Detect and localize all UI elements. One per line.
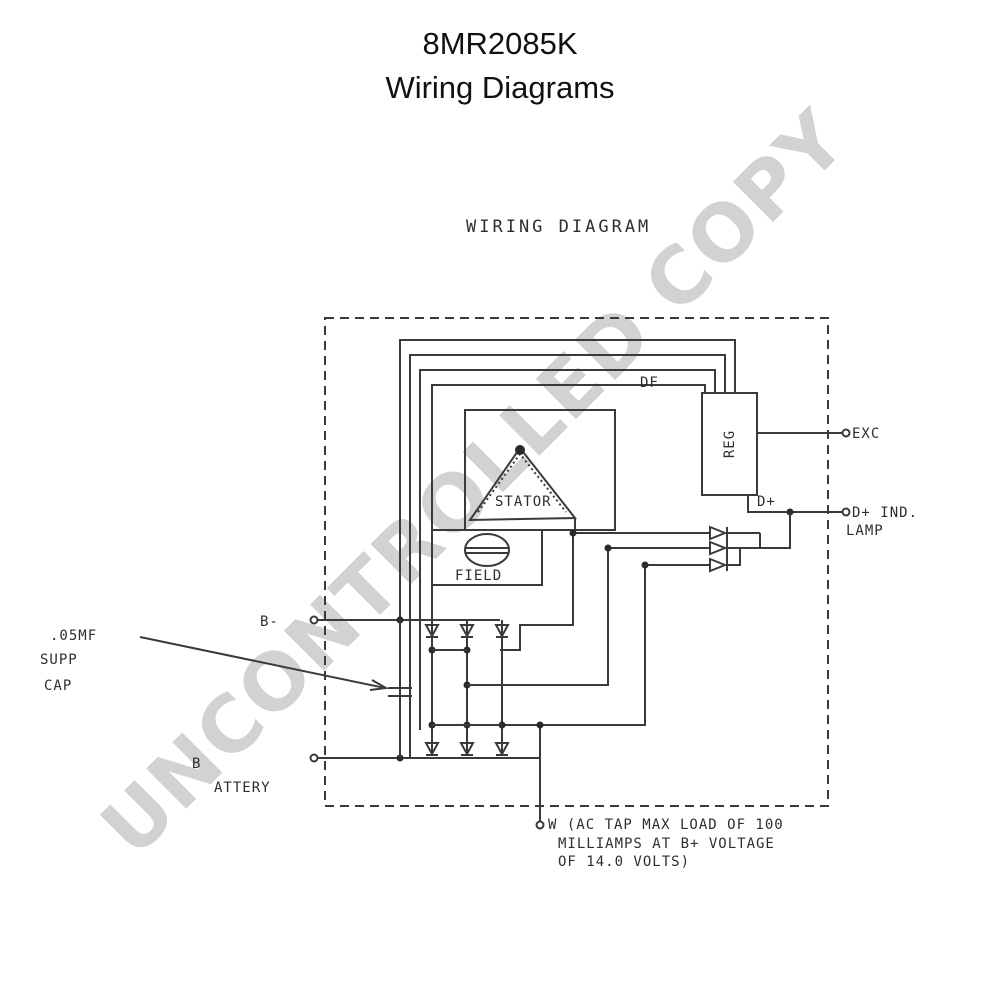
phase-wires (500, 518, 710, 726)
suppression-capacitor (388, 620, 412, 758)
bridge-cross-wires (432, 649, 502, 726)
rectifier-diodes (424, 620, 510, 757)
phase-2-junction (604, 544, 612, 552)
exc-label: EXC (852, 426, 880, 442)
cap-label-value: .05MF (50, 628, 97, 644)
regulator-label: REG (722, 430, 738, 458)
w-note-line-2: MILLIAMPS AT B+ VOLTAGE (558, 836, 775, 852)
field-coil-core (465, 547, 509, 554)
cap-leader-line (139, 636, 386, 689)
battery-label: ATTERY (214, 780, 271, 796)
d-plus-label: D+ (757, 494, 776, 510)
b-minus-label: B- (260, 614, 279, 630)
stator-label: STATOR (495, 494, 552, 510)
battery-terminal[interactable] (309, 753, 319, 763)
w-note-line-1: W (AC TAP MAX LOAD OF 100 (548, 817, 784, 833)
field-box (431, 529, 543, 586)
cap-leader-arrow (369, 679, 390, 691)
df-label: DF (640, 375, 659, 391)
stator-box (464, 409, 616, 531)
diagram-heading: WIRING DIAGRAM (466, 217, 651, 237)
cap-label-cap: CAP (44, 678, 72, 694)
battery-b-label: B (192, 756, 201, 772)
w-terminal[interactable] (535, 820, 545, 830)
regulator-box (701, 392, 758, 496)
page-subtitle: Wiring Diagrams (385, 70, 615, 105)
b-minus-terminal[interactable] (309, 615, 319, 625)
diode-trio (709, 512, 791, 573)
cap-label-supp: SUPP (40, 652, 78, 668)
exc-terminal[interactable] (841, 428, 851, 438)
watermark-text: UNCONTROLLED COPY (85, 94, 865, 874)
phase-3-junction (641, 561, 649, 569)
d-plus-terminal[interactable] (841, 507, 851, 517)
d-plus-ind-label: D+ IND. (852, 505, 918, 521)
d-plus-wire (747, 495, 842, 513)
part-number-title: 8MR2085K (422, 26, 578, 61)
field-label: FIELD (455, 568, 502, 584)
w-note-line-3: OF 14.0 VOLTS) (558, 854, 690, 870)
phase-1-junction (569, 529, 577, 537)
field-coil (464, 533, 510, 567)
lamp-label: LAMP (846, 523, 884, 539)
w-tap-junction (536, 721, 544, 729)
stator-winding (468, 445, 578, 522)
